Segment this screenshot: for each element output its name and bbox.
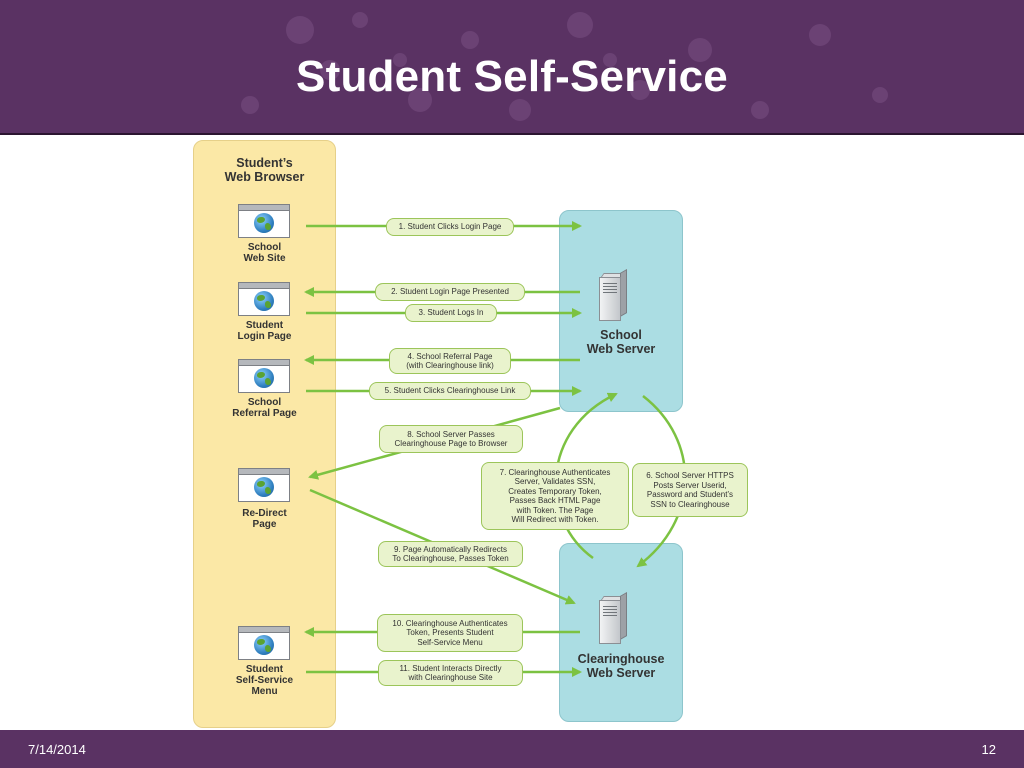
web-page-globe-icon xyxy=(238,626,290,660)
browser-panel-title: Student’s Web Browser xyxy=(224,156,305,184)
step-9-label: 9. Page Automatically Redirects To Clear… xyxy=(378,541,523,567)
slide-title: Student Self-Service xyxy=(296,52,728,101)
step-10-label: 10. Clearinghouse Authenticates Token, P… xyxy=(377,614,523,652)
web-page-globe-icon xyxy=(238,282,290,316)
step-6-label: 6. School Server HTTPS Posts Server User… xyxy=(632,463,748,517)
slide-header: Student Self-Service xyxy=(0,0,1024,133)
step-5-label: 5. Student Clicks Clearinghouse Link xyxy=(369,382,531,400)
school-web-server-label: School Web Server xyxy=(586,328,656,356)
web-page-globe-icon xyxy=(238,204,290,238)
header-divider xyxy=(0,133,1024,135)
decorative-coral-pattern xyxy=(241,12,888,121)
step-8-label: 8. School Server Passes Clearinghouse Pa… xyxy=(379,425,523,453)
server-tower-icon xyxy=(599,268,627,321)
step-4-label: 4. School Referral Page (with Clearingho… xyxy=(389,348,511,374)
step-3-label: 3. Student Logs In xyxy=(405,304,497,322)
page-label-student-self-service-menu: Student Self-Service Menu xyxy=(235,664,294,697)
step-11-label: 11. Student Interacts Directly with Clea… xyxy=(378,660,523,686)
web-page-globe-icon xyxy=(238,359,290,393)
web-page-globe-icon xyxy=(238,468,290,502)
step-1-label: 1. Student Clicks Login Page xyxy=(386,218,514,236)
server-tower-icon xyxy=(599,591,627,644)
page-label-student-login-page: Student Login Page xyxy=(237,320,292,342)
slide-page-number: 12 xyxy=(981,742,996,757)
step-2-label: 2. Student Login Page Presented xyxy=(375,283,525,301)
page-label-school-web-site: School Web Site xyxy=(243,242,286,264)
clearinghouse-web-server-label: Clearinghouse Web Server xyxy=(577,652,665,680)
slide-footer: 7/14/2014 12 xyxy=(0,730,1024,768)
page-label-redirect-page: Re-Direct Page xyxy=(242,508,287,530)
step-7-label: 7. Clearinghouse Authenticates Server, V… xyxy=(481,462,629,530)
slide-date: 7/14/2014 xyxy=(28,742,86,757)
page-label-school-referral-page: School Referral Page xyxy=(232,397,297,419)
